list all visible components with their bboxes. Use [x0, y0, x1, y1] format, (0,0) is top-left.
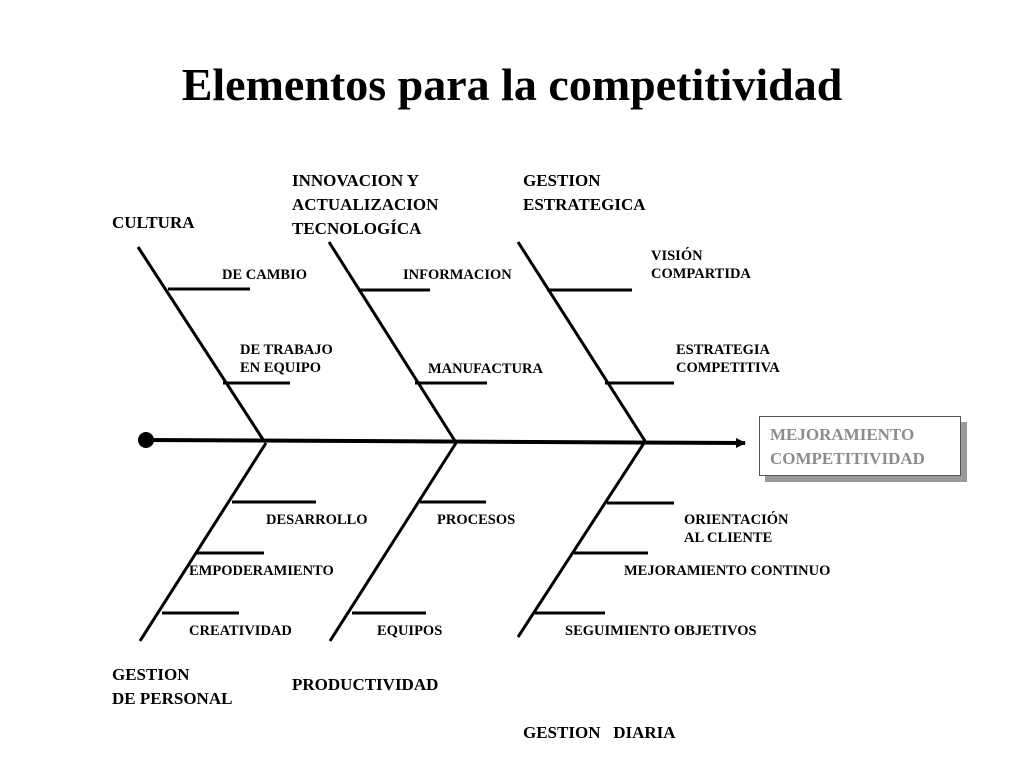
bone-productividad: [328, 442, 458, 642]
category-gestion-estrategica-line-1: GESTION: [523, 171, 601, 190]
cause-equipos: EQUIPOS: [377, 622, 442, 640]
category-gestion-personal: GESTION DE PERSONAL: [112, 663, 232, 711]
cause-de-trabajo-line-1: DE TRABAJO: [240, 342, 333, 358]
category-productividad-line-1: PRODUCTIVIDAD: [292, 675, 439, 694]
effect-line-1: MEJORAMIENTO: [770, 425, 915, 444]
category-cultura-line-1: CULTURA: [112, 213, 195, 232]
bone-gestion-estrategica: [516, 241, 647, 442]
cause-vision-line-1: VISIÓN: [651, 248, 703, 264]
category-gestion-estrategica-line-2: ESTRATEGICA: [523, 195, 646, 214]
cause-de-cambio-line-1: DE CAMBIO: [222, 267, 307, 283]
cause-mejoramiento-continuo: MEJORAMIENTO CONTINUO: [624, 562, 830, 580]
cause-equipos-line-1: EQUIPOS: [377, 623, 443, 639]
cause-orientacion-line-1: ORIENTACIÓN: [684, 512, 789, 528]
cause-empoderamiento: EMPODERAMIENTO: [189, 562, 334, 580]
effect-line-2: COMPETITIVIDAD: [770, 449, 925, 468]
category-productividad: PRODUCTIVIDAD: [292, 673, 438, 697]
bone-gestion-diaria: [516, 442, 646, 638]
category-innovacion-line-3: TECNOLOGÍCA: [292, 219, 422, 238]
cause-informacion-line-1: INFORMACION: [403, 267, 512, 283]
cause-vision: VISIÓN COMPARTIDA: [651, 247, 751, 283]
cause-estrategia: ESTRATEGIA COMPETITIVA: [676, 341, 780, 377]
category-cultura: CULTURA: [112, 211, 195, 235]
cause-estrategia-line-2: COMPETITIVA: [676, 360, 780, 376]
cause-de-cambio: DE CAMBIO: [222, 266, 307, 284]
cause-informacion: INFORMACION: [403, 266, 512, 284]
spine-line: [145, 437, 746, 448]
cause-procesos-line-1: PROCESOS: [437, 512, 516, 528]
category-gestion-diaria: GESTION DIARIA: [523, 673, 676, 769]
cause-mejoramiento-continuo-line-1: MEJORAMIENTO CONTINUO: [624, 563, 831, 579]
category-gestion-estrategica: GESTION ESTRATEGICA: [523, 169, 646, 217]
spine-tail-dot: [138, 432, 154, 448]
category-innovacion-line-1: INNOVACION Y: [292, 171, 420, 190]
category-gestion-personal-line-1: GESTION: [112, 665, 190, 684]
cause-de-trabajo-line-2: EN EQUIPO: [240, 360, 321, 376]
bone-cultura: [136, 246, 266, 442]
category-gestion-personal-line-2: DE PERSONAL: [112, 689, 233, 708]
cause-desarrollo-line-1: DESARROLLO: [266, 512, 368, 528]
bone-innovacion: [327, 241, 457, 442]
cause-manufactura: MANUFACTURA: [428, 360, 543, 378]
category-innovacion: INNOVACION Y ACTUALIZACION TECNOLOGÍCA: [292, 169, 438, 241]
category-gestion-diaria-line-1: GESTION DIARIA: [523, 723, 676, 742]
bone-gestion-personal: [138, 442, 268, 642]
cause-seguimiento: SEGUIMIENTO OBJETIVOS: [565, 622, 757, 640]
cause-empoderamiento-line-1: EMPODERAMIENTO: [189, 563, 334, 579]
cause-creatividad-line-1: CREATIVIDAD: [189, 623, 292, 639]
cause-seguimiento-line-1: SEGUIMIENTO OBJETIVOS: [565, 623, 757, 639]
cause-procesos: PROCESOS: [437, 511, 515, 529]
category-innovacion-line-2: ACTUALIZACION: [292, 195, 439, 214]
cause-manufactura-line-1: MANUFACTURA: [428, 361, 543, 377]
effect-box: MEJORAMIENTO COMPETITIVIDAD: [759, 416, 961, 476]
page-title: Elementos para la competitividad: [181, 59, 843, 110]
cause-creatividad: CREATIVIDAD: [189, 622, 292, 640]
cause-orientacion-line-2: AL CLIENTE: [684, 530, 773, 546]
cause-orientacion: ORIENTACIÓN AL CLIENTE: [684, 511, 788, 547]
cause-vision-line-2: COMPARTIDA: [651, 266, 751, 282]
cause-estrategia-line-1: ESTRATEGIA: [676, 342, 771, 358]
cause-de-trabajo: DE TRABAJO EN EQUIPO: [240, 341, 333, 377]
cause-desarrollo: DESARROLLO: [266, 511, 368, 529]
